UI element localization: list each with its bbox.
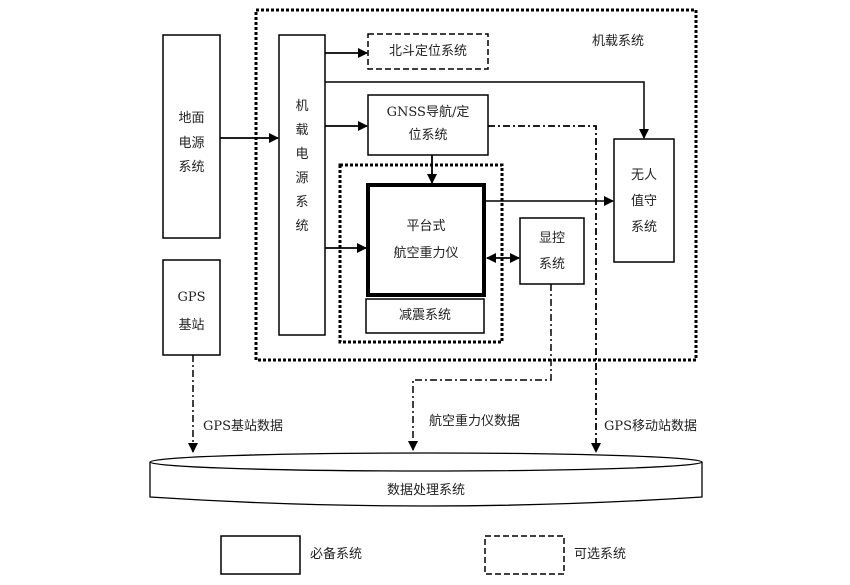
gnss-label: GNSS导航/定 位系统 [368, 101, 488, 147]
ground-power-box [162, 34, 221, 239]
ground-power-line: 地面 [178, 111, 205, 126]
gravimeter-line: 航空重力仪 [393, 246, 459, 261]
display-control-line: 系统 [538, 257, 565, 272]
legend-required-label: 必备系统 [310, 547, 363, 562]
gps-rover-data-label: GPS移动站数据 [604, 419, 698, 434]
airborne-power-char: 系 [295, 195, 309, 211]
edge-airborne-to-unmanned [325, 81, 649, 139]
gravimeter-line: 平台式 [406, 219, 446, 234]
gps-base-data-label: GPS基站数据 [203, 419, 284, 434]
edge-gravimeter-data [408, 284, 552, 451]
display-control-label: 显控 系统 [520, 226, 584, 278]
ground-power-label: 地面 电源 系统 [163, 107, 220, 181]
gnss-box [367, 94, 489, 156]
gps-base-box [162, 259, 221, 356]
legend-optional-label: 可选系统 [574, 547, 627, 562]
unmanned-box [613, 138, 675, 263]
unmanned-line: 值守 [630, 194, 657, 209]
airborne-power-char: 统 [295, 219, 309, 235]
airborne-system-label: 机载系统 [592, 34, 645, 49]
airborne-power-char: 载 [295, 123, 309, 139]
gravimeter-label: 平台式 航空重力仪 [368, 213, 484, 267]
display-control-box [519, 217, 585, 285]
beidou-box [367, 33, 489, 70]
data-processing-label: 数据处理系统 [386, 483, 465, 498]
gps-base-line: 基站 [178, 318, 205, 333]
unmanned-line: 系统 [630, 220, 657, 235]
gps-base-label: GPS 基站 [163, 284, 220, 340]
edge-gps-rover-data [488, 125, 601, 453]
damping-box [365, 298, 485, 334]
airborne-system-group [254, 8, 698, 362]
legend-optional-swatch [484, 535, 565, 575]
unmanned-line: 无人 [630, 168, 657, 183]
ground-power-line: 系统 [178, 160, 205, 176]
airborne-power-char: 源 [295, 171, 309, 187]
airborne-power-char: 机 [295, 99, 309, 114]
ground-power-line: 电源 [178, 135, 205, 151]
airborne-power-box [278, 34, 326, 336]
airborne-power-char: 电 [295, 147, 309, 163]
beidou-label: 北斗定位系统 [388, 44, 467, 59]
gravimeter-data-label: 航空重力仪数据 [429, 414, 521, 429]
gps-base-line: GPS [177, 290, 206, 305]
gnss-line: GNSS导航/定 [386, 105, 470, 120]
legend-required-swatch [220, 535, 301, 575]
data-processing-cylinder [149, 452, 703, 507]
unmanned-label: 无人 值守 系统 [614, 163, 674, 241]
damping-label: 减震系统 [398, 308, 451, 323]
airborne-power-label: 机 载 电 源 系 统 [279, 95, 325, 239]
gravimeter-box [366, 183, 486, 297]
display-control-line: 显控 [538, 231, 565, 246]
gnss-line: 位系统 [408, 128, 448, 143]
